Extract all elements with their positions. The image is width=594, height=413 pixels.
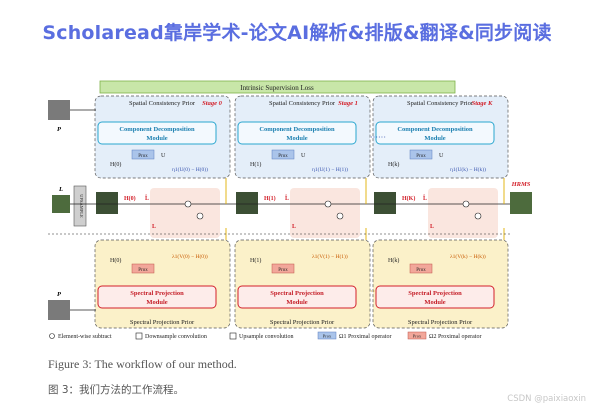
svg-text:L: L xyxy=(58,186,63,193)
svg-text:UPSAMPLE: UPSAMPLE xyxy=(79,194,84,218)
prox-u-boxes: Prox Prox Prox xyxy=(131,149,433,160)
svg-text:HRMS: HRMS xyxy=(511,181,531,188)
svg-text:L: L xyxy=(152,224,156,230)
spatial-prior-label-1: Spatial Consistency Prior xyxy=(269,100,336,107)
workflow-figure: Intrinsic Supervision Loss Spatial Consi… xyxy=(40,78,555,340)
input-l-image xyxy=(52,195,70,213)
output-image xyxy=(510,192,532,214)
svg-text:Prox: Prox xyxy=(323,334,332,339)
svg-text:Spectral Projection Prior: Spectral Projection Prior xyxy=(130,319,195,326)
svg-text:Ω1 Proximal operator: Ω1 Proximal operator xyxy=(339,334,391,340)
watermark: CSDN @paixiaoxin xyxy=(507,394,586,404)
svg-text:P: P xyxy=(57,126,62,133)
svg-text:Module: Module xyxy=(146,299,167,306)
upsample-block xyxy=(73,185,87,227)
svg-text:Spectral Projection: Spectral Projection xyxy=(408,290,462,297)
svg-text:λ1(V(0) − H(0)): λ1(V(0) − H(0)) xyxy=(172,253,208,260)
svg-text:Prox: Prox xyxy=(416,154,426,159)
svg-text:Module: Module xyxy=(146,135,167,142)
svg-text:L̂: L̂ xyxy=(285,195,289,202)
component-modules: Component Decomposition Module Component… xyxy=(97,121,495,145)
svg-text:U: U xyxy=(161,153,166,159)
legend: Element-wise subtract Downsample convolu… xyxy=(49,331,481,340)
svg-text:Module: Module xyxy=(424,299,445,306)
svg-text:L̂: L̂ xyxy=(145,195,149,202)
svg-text:Prox: Prox xyxy=(278,154,288,159)
svg-text:L: L xyxy=(430,224,434,230)
svg-text:η1(U(1) − H(1)): η1(U(1) − H(1)) xyxy=(312,166,348,173)
stage-k-label: Stage K xyxy=(472,100,493,107)
spatial-prior-label-0: Spatial Consistency Prior xyxy=(129,100,196,107)
svg-text:Prox: Prox xyxy=(413,334,422,339)
svg-text:Spectral Projection: Spectral Projection xyxy=(270,290,324,297)
svg-text:U: U xyxy=(439,153,444,159)
supervision-loss-label: Intrinsic Supervision Loss xyxy=(240,84,314,92)
svg-text:Spectral Projection Prior: Spectral Projection Prior xyxy=(408,319,473,326)
svg-text:L̂: L̂ xyxy=(423,195,427,202)
stage-1-label: Stage 1 xyxy=(338,100,358,107)
stage-0-label: Stage 0 xyxy=(202,100,222,107)
svg-text:L: L xyxy=(292,224,296,230)
svg-text:Prox: Prox xyxy=(138,268,148,273)
svg-text:H(0): H(0) xyxy=(110,161,121,168)
prox-v-boxes: Prox Prox Prox xyxy=(131,263,433,274)
spectral-panels xyxy=(94,239,509,329)
svg-text:H(k): H(k) xyxy=(388,257,399,264)
svg-text:Module: Module xyxy=(286,135,307,142)
svg-text:H(k): H(k) xyxy=(388,161,399,168)
svg-text:Prox: Prox xyxy=(416,268,426,273)
figure-caption: Figure 3: The workflow of our method. xyxy=(48,357,237,371)
svg-text:Downsample convolution: Downsample convolution xyxy=(145,334,207,340)
svg-text:P: P xyxy=(57,291,62,298)
svg-text:H(1): H(1) xyxy=(264,195,276,202)
input-p-image-top xyxy=(48,100,70,120)
svg-text:Spectral Projection: Spectral Projection xyxy=(130,290,184,297)
svg-text:η1(U(k) − H(k)): η1(U(k) − H(k)) xyxy=(450,166,486,173)
svg-text:······: ······ xyxy=(370,133,386,142)
figure-caption-cn: 图 3：我们方法的工作流程。 xyxy=(48,384,185,396)
svg-text:H(0): H(0) xyxy=(124,195,136,202)
supervision-loss-bar xyxy=(99,80,456,94)
spectral-modules: Spectral Projection Module Spectral Proj… xyxy=(97,285,495,309)
svg-text:Upsample convolution: Upsample convolution xyxy=(239,334,294,340)
svg-text:Prox: Prox xyxy=(278,268,288,273)
svg-text:Spectral Projection Prior: Spectral Projection Prior xyxy=(270,319,335,326)
input-p-image-bottom xyxy=(48,300,70,320)
spatial-prior-label-2: Spatial Consistency Prior xyxy=(407,100,474,107)
svg-text:U: U xyxy=(301,153,306,159)
svg-text:Prox: Prox xyxy=(138,154,148,159)
svg-text:Component Decomposition: Component Decomposition xyxy=(259,126,335,133)
svg-text:H(K): H(K) xyxy=(402,195,415,202)
svg-text:Component Decomposition: Component Decomposition xyxy=(119,126,195,133)
svg-text:Module: Module xyxy=(424,135,445,142)
svg-text:H(0): H(0) xyxy=(110,257,121,264)
banner-title: Scholaread靠岸学术-论文AI解析&排版&翻译&同步阅读 xyxy=(42,22,552,44)
svg-text:λ1(V(k) − H(k)): λ1(V(k) − H(k)) xyxy=(450,253,486,260)
svg-text:H(1): H(1) xyxy=(250,257,261,264)
svg-text:η1(U(0) − H(0)): η1(U(0) − H(0)) xyxy=(172,166,208,173)
svg-text:H(1): H(1) xyxy=(250,161,261,168)
svg-text:Module: Module xyxy=(286,299,307,306)
svg-text:Component Decomposition: Component Decomposition xyxy=(397,126,473,133)
svg-text:λ1(V(1) − H(1)): λ1(V(1) − H(1)) xyxy=(312,253,348,260)
svg-text:Element-wise subtract: Element-wise subtract xyxy=(58,334,112,340)
svg-text:Ω2 Proximal operator: Ω2 Proximal operator xyxy=(429,334,481,340)
